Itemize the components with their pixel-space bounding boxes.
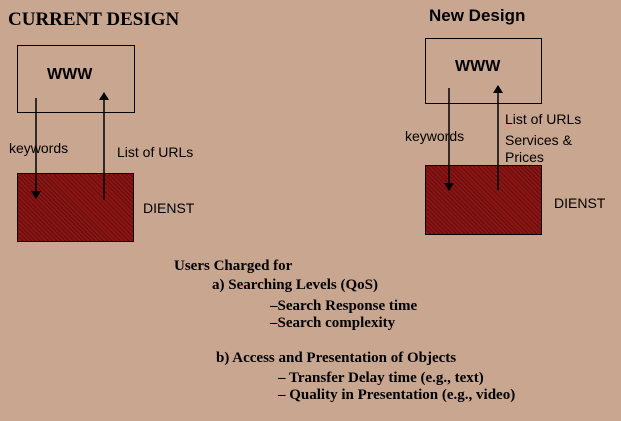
current-dienst-box: [17, 173, 134, 242]
new-www-box: [425, 38, 542, 104]
current-www-label: WWW: [47, 66, 93, 83]
new-design-title: New Design: [429, 6, 526, 25]
new-prices-label: Prices: [505, 149, 544, 165]
charges-a-item: –Search Response time: [270, 298, 418, 314]
charges-a-title: a) Searching Levels (QoS): [212, 277, 378, 293]
charges-a-item: –Search complexity: [270, 315, 396, 331]
new-services-label: Services &: [505, 132, 572, 148]
charges-b-item: – Transfer Delay time (e.g., text): [278, 370, 484, 386]
new-www-label: WWW: [455, 58, 501, 75]
new-dienst-label: DIENST: [554, 195, 606, 211]
current-keywords-label: keywords: [9, 140, 69, 156]
new-urls-label: List of URLs: [505, 111, 582, 127]
charges-b-title: b) Access and Presentation of Objects: [216, 350, 457, 366]
current-design-title: CURRENT DESIGN: [8, 9, 180, 30]
current-dienst-label: DIENST: [143, 200, 195, 216]
new-dienst-box: [425, 165, 542, 235]
charges-heading: Users Charged for: [174, 258, 293, 274]
charges-b-item: – Quality in Presentation (e.g., video): [278, 387, 516, 403]
current-urls-label: List of URLs: [117, 144, 194, 160]
